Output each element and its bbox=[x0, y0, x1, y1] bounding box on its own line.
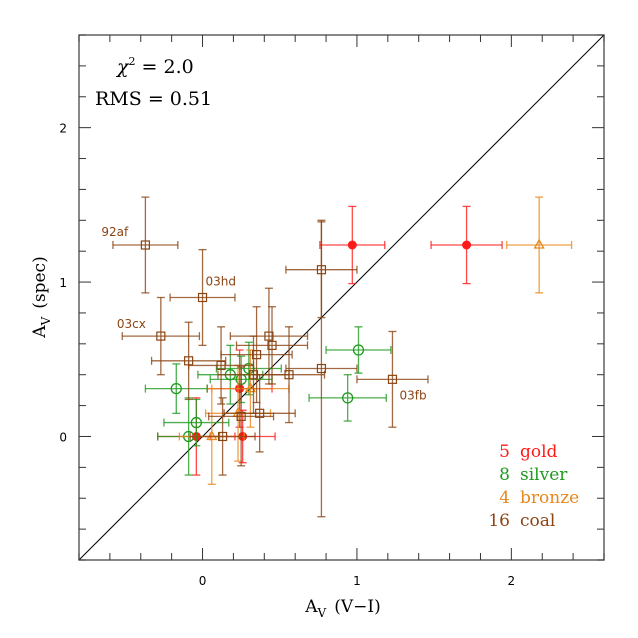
marker-open-square bbox=[284, 370, 294, 380]
marker-open-square bbox=[218, 431, 228, 442]
series-coal: 92af 03hd 03cx 03fb bbox=[101, 196, 429, 518]
identity-line bbox=[78, 34, 605, 561]
data-point: 03hd bbox=[169, 248, 237, 347]
data-point bbox=[189, 397, 256, 476]
data-point bbox=[144, 363, 208, 414]
marker-open-circle bbox=[190, 416, 203, 429]
axis-ticks: 0 1 2 0 1 2 bbox=[59, 34, 605, 588]
marker-open-square bbox=[316, 363, 327, 374]
annotations: χ2= 2.0 RMS = 0.51 bbox=[95, 55, 212, 110]
marker-open-square bbox=[140, 240, 150, 250]
marker-open-square bbox=[251, 350, 262, 360]
point-label: 92af bbox=[101, 225, 129, 239]
reference-line-group bbox=[78, 34, 605, 561]
x-axis-label: AV(V−I) bbox=[304, 597, 380, 620]
data-point bbox=[319, 205, 386, 285]
x-tick-label: 2 bbox=[508, 574, 516, 588]
marker-open-square bbox=[255, 408, 265, 418]
data-point bbox=[235, 306, 309, 385]
legend-count-silver: 8 bbox=[499, 465, 510, 485]
y-axis-label: AV(spec) bbox=[30, 256, 53, 338]
marker-open-circle bbox=[352, 344, 365, 356]
data-point bbox=[223, 374, 296, 453]
data-point: 03fb bbox=[356, 330, 429, 428]
data-point bbox=[208, 366, 275, 467]
point-label: 03hd bbox=[206, 275, 237, 289]
data-point bbox=[285, 219, 358, 518]
legend-label-coal: coal bbox=[520, 511, 555, 531]
data-point bbox=[150, 321, 227, 401]
point-label: 03cx bbox=[117, 317, 146, 331]
data-point bbox=[308, 374, 387, 422]
data-point bbox=[430, 205, 503, 285]
legend-label-bronze: bronze bbox=[520, 488, 579, 508]
marker-open-circle bbox=[170, 382, 182, 395]
y-tick-label: 1 bbox=[59, 276, 67, 290]
data-point bbox=[163, 398, 230, 447]
y-tick-label: 2 bbox=[59, 122, 67, 136]
plot-border bbox=[78, 34, 605, 561]
marker-open-square bbox=[197, 292, 208, 303]
y-tick-label: 0 bbox=[59, 430, 67, 444]
legend-count-gold: 5 bbox=[499, 442, 510, 462]
x-tick-label: 1 bbox=[353, 574, 361, 588]
chi2-annotation: χ2= 2.0 bbox=[115, 55, 194, 78]
x-tick-label: 0 bbox=[199, 574, 207, 588]
marker-filled-circle bbox=[347, 240, 357, 250]
data-point: 03cx bbox=[117, 296, 201, 376]
legend-count-coal: 16 bbox=[488, 511, 510, 531]
series-bronze bbox=[178, 196, 573, 485]
axis-labels: AV(V−I) AV(spec) bbox=[30, 256, 381, 620]
marker-open-triangle bbox=[533, 238, 545, 249]
data-point bbox=[229, 287, 309, 385]
legend-label-silver: silver bbox=[520, 465, 568, 485]
marker-open-square bbox=[267, 340, 277, 350]
marker-open-square bbox=[387, 374, 398, 384]
legend-label-gold: gold bbox=[520, 442, 558, 462]
data-point bbox=[506, 196, 573, 294]
marker-open-square bbox=[156, 331, 166, 341]
marker-open-square bbox=[236, 411, 246, 421]
rms-annotation: RMS = 0.51 bbox=[95, 88, 212, 110]
marker-open-triangle bbox=[244, 382, 257, 393]
marker-open-square bbox=[216, 360, 226, 371]
legend: 5 gold 8 silver 4 bronze 16 coal bbox=[488, 442, 579, 531]
data-point bbox=[187, 326, 255, 405]
marker-open-circle bbox=[342, 392, 354, 404]
legend-count-bronze: 4 bbox=[499, 488, 510, 508]
data-point bbox=[252, 326, 326, 424]
data-point: 92af bbox=[101, 196, 179, 294]
data-points-group: 92af 03hd 03cx 03fb bbox=[101, 196, 573, 518]
data-point bbox=[325, 326, 392, 374]
plot-frame bbox=[78, 34, 605, 561]
marker-filled-circle bbox=[462, 240, 472, 250]
point-label: 03fb bbox=[399, 388, 426, 402]
marker-open-square bbox=[264, 331, 274, 341]
marker-open-triangle bbox=[206, 430, 218, 441]
